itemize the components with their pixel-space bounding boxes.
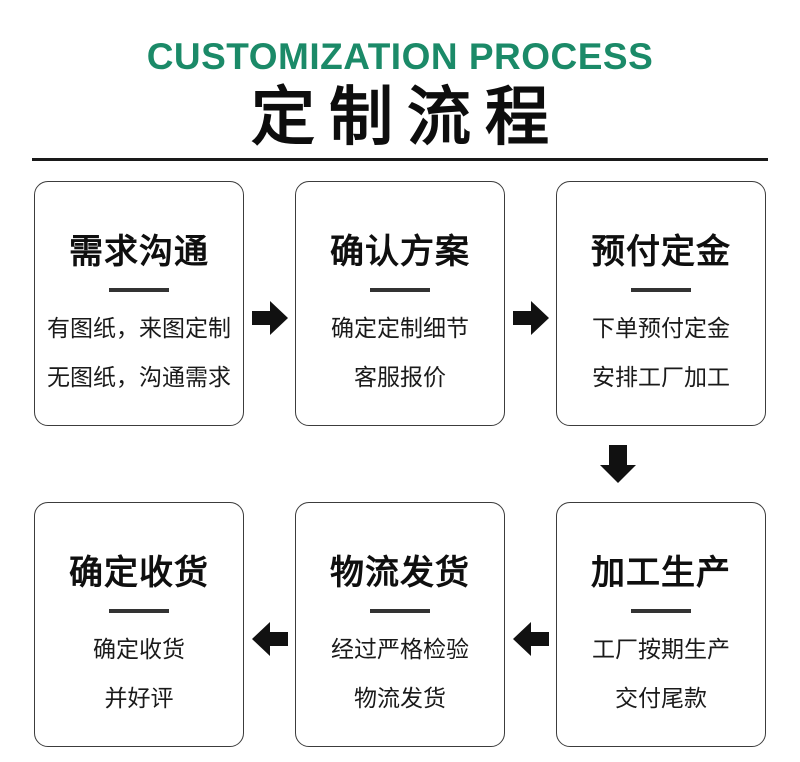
step-title-underline [109,608,169,613]
flow-connector [244,181,295,426]
step-title: 加工生产 [591,554,731,593]
step-description: 下单预付定金 安排工厂加工 [557,304,765,402]
step-line: 经过严格检验 [331,635,469,662]
step-line: 工厂按期生产 [592,635,730,662]
arrow-left-icon [251,621,288,656]
flow-connector [244,502,295,747]
flow-connector [505,502,556,747]
step-title-underline [109,287,169,292]
step-box-prepay-deposit: 预付定金 下单预付定金 安排工厂加工 [556,181,766,427]
gap-spacer [278,426,295,502]
step-box-demand-communication: 需求沟通 有图纸，来图定制 无图纸，沟通需求 [34,181,244,427]
header-divider [32,158,768,162]
step-title-underline [631,287,691,292]
step-description: 经过严格检验 物流发货 [296,625,504,723]
gap-spacer [68,426,278,502]
arrow-down-icon [600,445,636,484]
step-box-confirm-receipt: 确定收货 确定收货 并好评 [34,502,244,748]
step-description: 工厂按期生产 交付尾款 [557,625,765,723]
step-title: 确认方案 [330,233,470,272]
header-subtitle-en: CUSTOMIZATION PROCESS [146,36,654,77]
step-line: 下单预付定金 [592,314,730,341]
page-title: 定制流程 [251,82,563,153]
gap-spacer [505,426,522,502]
step-line: 有图纸，来图定制 [47,314,231,341]
flow-connector [522,426,732,502]
step-title-underline [370,608,430,613]
arrow-left-icon [512,621,549,656]
step-line: 交付尾款 [615,684,707,711]
arrow-right-icon [512,300,549,335]
step-line: 安排工厂加工 [592,363,730,390]
step-title: 确定收货 [69,554,209,593]
step-title: 预付定金 [591,233,731,272]
step-line: 确定定制细节 [331,314,469,341]
step-box-production: 加工生产 工厂按期生产 交付尾款 [556,502,766,748]
step-title: 需求沟通 [69,233,209,272]
step-title: 物流发货 [330,554,470,593]
step-box-confirm-plan: 确认方案 确定定制细节 客服报价 [295,181,505,427]
step-box-logistics-shipping: 物流发货 经过严格检验 物流发货 [295,502,505,748]
process-flow: 需求沟通 有图纸，来图定制 无图纸，沟通需求 确认方案 确定定制细节 客服报价 [0,181,800,748]
step-description: 确定定制细节 客服报价 [296,304,504,402]
step-line: 客服报价 [354,363,446,390]
flow-connector [505,181,556,426]
arrow-right-icon [251,300,288,335]
flow-row-top: 需求沟通 有图纸，来图定制 无图纸，沟通需求 确认方案 确定定制细节 客服报价 [34,181,766,427]
step-description: 确定收货 并好评 [35,625,243,723]
step-title-underline [370,287,430,292]
step-line: 物流发货 [354,684,446,711]
step-line: 并好评 [104,684,174,711]
gap-spacer [295,426,505,502]
flow-gap-row [34,426,766,502]
step-description: 有图纸，来图定制 无图纸，沟通需求 [35,304,243,402]
step-line: 无图纸，沟通需求 [47,363,231,390]
step-line: 确定收货 [93,635,185,662]
flow-row-bottom: 确定收货 确定收货 并好评 物流发货 经过严格检验 物流发货 [34,502,766,748]
step-title-underline [631,608,691,613]
